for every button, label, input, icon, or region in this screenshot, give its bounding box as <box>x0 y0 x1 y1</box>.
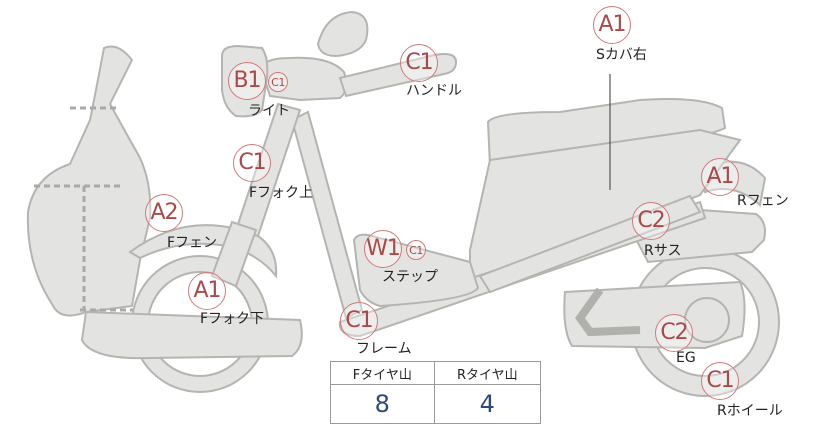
part-label: Fフォク上 <box>249 185 314 201</box>
grade-badge: C2 <box>655 314 693 352</box>
part-label: Fフェン <box>167 235 218 251</box>
grade-badge: A1 <box>188 272 226 310</box>
part-label: Rサス <box>644 243 682 259</box>
table-value-row: 8 4 <box>330 384 542 424</box>
front-fork-lower <box>210 220 258 288</box>
sub-grade-badge: C1 <box>268 72 288 92</box>
grade-badge: C1 <box>233 144 271 182</box>
part-label: フレーム <box>356 341 412 357</box>
grade-badge: A1 <box>701 158 739 196</box>
grade-badge: A1 <box>593 6 631 44</box>
front-body <box>26 45 152 317</box>
part-label: Fフォク下 <box>200 311 265 327</box>
grade-badge: C2 <box>632 202 670 240</box>
grade-badge: C1 <box>400 44 438 82</box>
engine-arm <box>575 287 641 337</box>
grade-badge: C1 <box>701 362 739 400</box>
grade-badge: A2 <box>145 194 183 232</box>
mirror <box>316 10 369 58</box>
part-label: Sカバ右 <box>596 47 647 63</box>
part-label: Rフェン <box>737 193 789 209</box>
grade-badge: C1 <box>340 302 378 340</box>
grade-badge: W1 <box>364 230 402 268</box>
table-header-row: Fタイヤ山 Rタイヤ山 <box>330 361 542 385</box>
grade-badge: B1 <box>228 62 266 100</box>
front-tire-value: 8 <box>330 384 435 424</box>
front-tire-header: Fタイヤ山 <box>330 361 435 385</box>
tire-tread-table: Fタイヤ山 Rタイヤ山 8 4 <box>330 361 542 424</box>
part-label: EG <box>676 350 696 366</box>
part-label: ライト <box>248 103 290 119</box>
rear-tire-value: 4 <box>433 384 542 424</box>
frame-upper <box>290 110 364 320</box>
part-label: ハンドル <box>406 83 462 99</box>
floor-panel <box>80 310 303 360</box>
sub-grade-badge: C1 <box>406 240 426 260</box>
part-label: ステップ <box>382 269 438 285</box>
part-label: Rホイール <box>717 403 783 419</box>
rear-tire-header: Rタイヤ山 <box>433 361 542 385</box>
